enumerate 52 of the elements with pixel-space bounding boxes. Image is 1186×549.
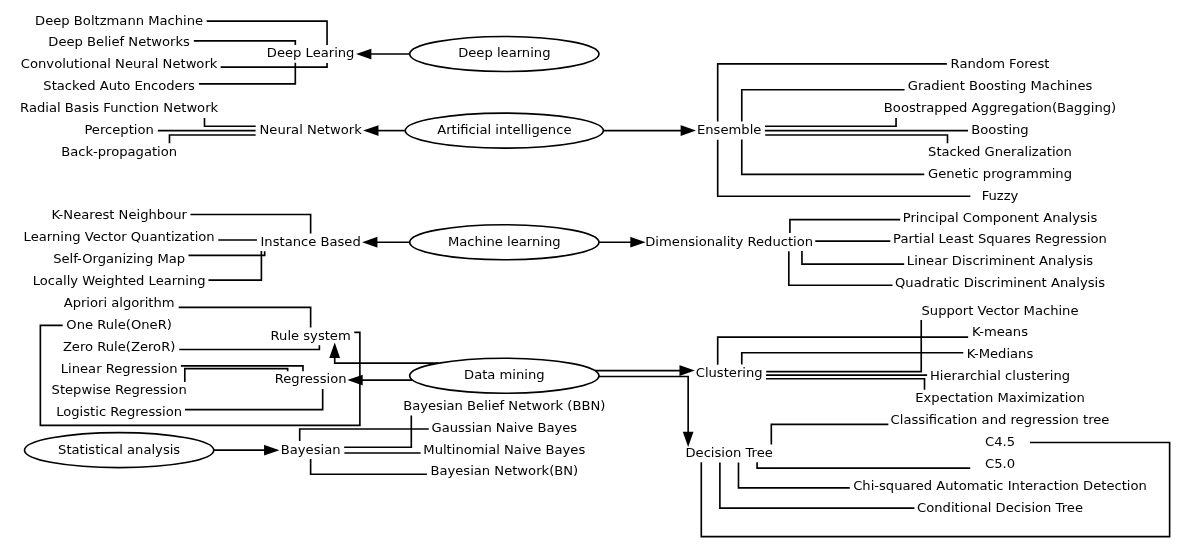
node-text: Gaussian Naive Bayes: [431, 419, 577, 435]
node-text: C5.0: [984, 455, 1015, 471]
node-text: Boostrapped Aggregation(Bagging): [883, 100, 1116, 116]
node-text: Decision Tree: [684, 444, 773, 460]
node-text: K-Medians: [966, 346, 1033, 362]
node-text: Ensemble: [696, 122, 761, 137]
node-text: Stepwise Regression: [51, 382, 187, 398]
node-text: Locally Weighted Learning: [32, 273, 206, 288]
node-text: Linear Discriminent Analysis: [906, 253, 1093, 269]
node-text: Deep Boltzmann Machine: [34, 12, 203, 28]
node-text: Stacked Auto Encoders: [42, 78, 195, 94]
node-text: Rule system: [270, 327, 351, 343]
node-text: Boosting: [970, 122, 1029, 137]
node-text: K-means: [971, 324, 1028, 340]
node-text: Hierarchial clustering: [929, 368, 1070, 384]
node-text: Radial Basis Function Network: [19, 100, 218, 116]
node-text: Gradient Boosting Machines: [907, 78, 1092, 94]
node-text: Quadratic Discriminent Analysis: [894, 275, 1105, 291]
node-text: Stacked Gneralization: [927, 143, 1072, 159]
node-text: Learning Vector Quantization: [23, 229, 215, 245]
node-text: Multinomial Naive Bayes: [422, 441, 585, 457]
node-text: Dimensionality Reduction: [644, 233, 813, 249]
node-text: Principal Component Analysis: [902, 209, 1097, 225]
node-text: Clustering: [695, 364, 763, 380]
node-text: Genetic programming: [927, 165, 1072, 181]
node-text: Instance Based: [259, 233, 361, 249]
node-text: Deep Learing: [266, 45, 354, 61]
node-text: Bayesian: [280, 441, 341, 457]
node-text: Apriori algorithm: [63, 294, 175, 310]
node-text: Regression: [274, 371, 347, 387]
node-text: Zero Rule(ZeroR): [62, 338, 175, 354]
node-text: Partial Least Squares Regression: [892, 231, 1107, 247]
node-text: Bayesian Belief Network (BBN): [402, 397, 605, 413]
node-text: Fuzzy: [981, 187, 1018, 203]
node-text: Logistic Regression: [55, 404, 182, 420]
node-text: Self-Organizing Map: [52, 251, 185, 267]
node-text: Support Vector Machine: [921, 302, 1079, 318]
node-text: C4.5: [984, 433, 1015, 449]
node-text: Deep Belief Networks: [47, 34, 190, 50]
node-text: One Rule(OneR): [65, 316, 172, 332]
node-text: Random Forest: [950, 56, 1049, 72]
node-text: Linear Regression: [60, 360, 178, 376]
node-text: Convolutional Neural Network: [20, 56, 217, 72]
node-text: Back-propagation: [60, 143, 177, 159]
node-text: Expectation Maximization: [914, 390, 1085, 406]
node-text: Conditional Decision Tree: [916, 499, 1083, 515]
node-text: Chi-squared Automatic Interaction Detection: [852, 477, 1147, 493]
node-text: Neural Network: [259, 122, 362, 137]
node-text: K-Nearest Neighbour: [50, 207, 187, 223]
node-text: Bayesian Network(BN): [429, 463, 578, 479]
node-text: Classification and regression tree: [890, 411, 1109, 427]
node-text: Perception: [83, 122, 154, 137]
